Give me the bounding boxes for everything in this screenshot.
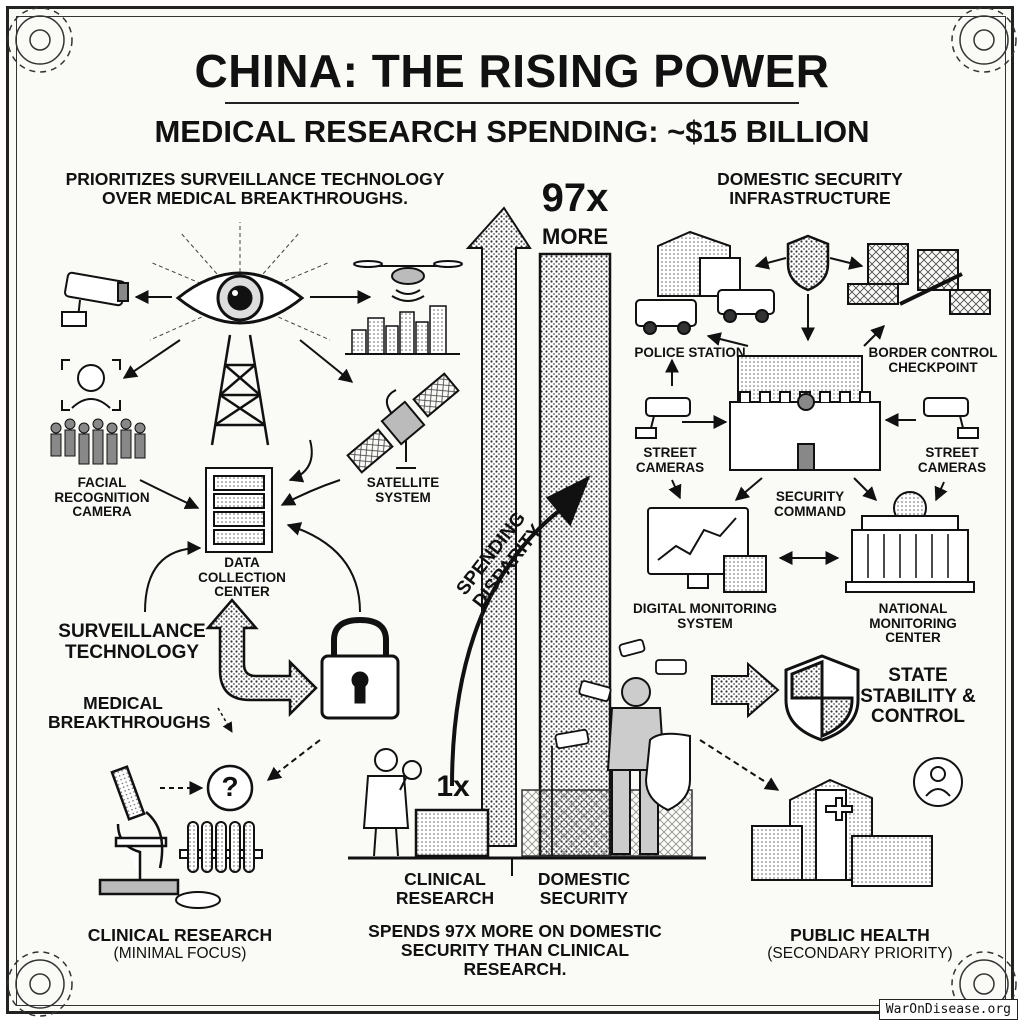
microscope-icon: [98, 765, 180, 896]
spending-disparity-arrow: [450, 475, 591, 787]
question-mark: ?: [221, 771, 239, 802]
drone-icon: [353, 260, 463, 302]
public-health-subcaption: (SECONDARY PRIORITY): [767, 945, 953, 962]
bar-domestic-security: [538, 252, 612, 858]
data-center-label: DATA COLLECTION CENTER: [198, 555, 286, 600]
right-headline: DOMESTIC SECURITY INFRASTRUCTURE: [717, 169, 903, 208]
question-icon: [206, 764, 254, 812]
left-headline: PRIORITIZES SURVEILLANCE TECHNOLOGY OVER…: [65, 169, 445, 208]
facial-recognition-label: FACIAL RECOGNITION CAMERA: [54, 475, 150, 520]
public-health-caption: PUBLIC HEALTH: [790, 925, 930, 945]
page-subtitle: MEDICAL RESEARCH SPENDING: ~$15 BILLION: [154, 114, 870, 149]
street-cameras-right-label: STREET CAMERAS: [917, 445, 987, 475]
multiplier-more-label: MORE: [542, 224, 608, 249]
security-command-label: SECURITY COMMAND: [774, 489, 846, 519]
capitol-building-icon: [845, 491, 975, 593]
digital-monitoring-label: DIGITAL MONITORING SYSTEM: [633, 601, 777, 631]
monitor-icon: [647, 507, 767, 593]
shield-icon-large: [784, 654, 860, 742]
small-multiplier-label: 1x: [436, 770, 470, 803]
state-stability-label: STATE STABILITY & CONTROL: [860, 665, 976, 728]
surveillance-tech-label: SURVEILLANCE TECHNOLOGY: [58, 621, 206, 663]
multiplier-big-label: 97x: [541, 176, 609, 220]
police-station-icon: [657, 230, 741, 297]
medical-breakthroughs-label: MEDICAL BREAKTHROUGHS: [48, 693, 211, 732]
shield-icon-top: [786, 234, 830, 292]
page-title: CHINA: THE RISING POWER: [194, 45, 830, 97]
cctv-camera-icon: [61, 271, 129, 327]
street-cameras-left-label: STREET CAMERAS: [635, 445, 705, 475]
padlock-icon: [320, 616, 400, 720]
bar-clinical-research: [414, 808, 490, 858]
clinical-research-caption: CLINICAL RESEARCH: [87, 925, 273, 945]
gear-icon-top-right: [951, 7, 1017, 73]
national-monitoring-label: NATIONAL MONITORING CENTER: [869, 601, 957, 646]
clinical-research-subcaption: (MINIMAL FOCUS): [113, 945, 247, 962]
gear-icon-top-left: [7, 7, 73, 73]
person-icon: [913, 757, 963, 807]
cctv-camera-icon-right: [923, 397, 979, 439]
crowd-icon: [50, 418, 146, 465]
page-frame-inner: [16, 16, 1006, 1006]
soldier-icon: [606, 677, 691, 855]
radio-tower-icon: [210, 334, 270, 446]
state-arrow: [711, 661, 780, 719]
test-tubes-icon: [175, 821, 263, 909]
center-caption: SPENDS 97X MORE ON DOMESTIC SECURITY THA…: [368, 921, 662, 979]
server-rack-icon: [205, 467, 273, 553]
surveillance-to-lock-arrow: [205, 598, 318, 718]
police-station-label: POLICE STATION: [634, 345, 746, 360]
bar-label-domestic: DOMESTIC SECURITY: [537, 869, 631, 908]
city-skyline-icon: [345, 305, 460, 355]
cctv-camera-icon-left: [635, 397, 691, 439]
gear-icon-bottom-left: [7, 951, 73, 1017]
title-underline: [225, 102, 799, 104]
bar-label-clinical: CLINICAL RESEARCH: [395, 869, 495, 908]
face-scan-icon: [61, 359, 121, 411]
police-car-icon: [635, 289, 775, 335]
fence-icon: [521, 789, 693, 857]
border-gate-icon: [847, 243, 991, 315]
satellite-label: SATELLITE SYSTEM: [366, 475, 440, 505]
scientist-icon: [362, 748, 422, 857]
rising-arrow: [465, 206, 532, 847]
eye-icon: [175, 271, 305, 325]
cctv-cluster-icon: [551, 638, 687, 856]
border-checkpoint-label: BORDER CONTROL CHECKPOINT: [868, 345, 998, 375]
watermark[interactable]: WarOnDisease.org: [878, 999, 1018, 1020]
hospital-icon: [751, 778, 933, 887]
security-command-icon: [729, 355, 881, 471]
satellite-icon: [346, 372, 460, 474]
